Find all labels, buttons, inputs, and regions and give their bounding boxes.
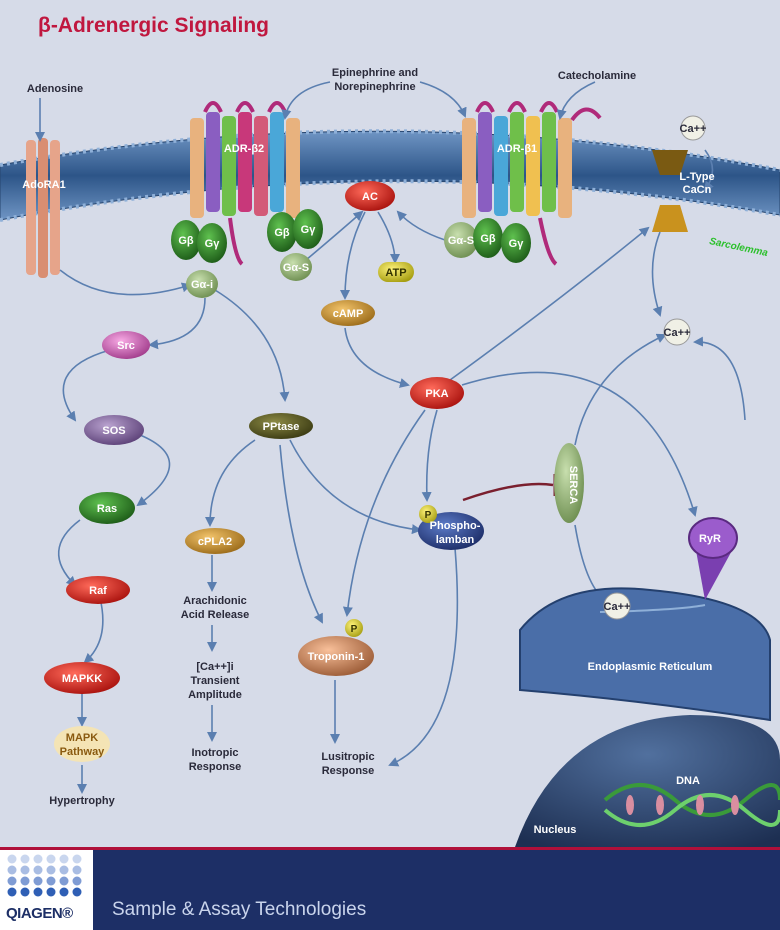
signaling-nodes bbox=[44, 181, 584, 762]
label-dna: DNA bbox=[676, 775, 700, 787]
label-ca-top: Ca++ bbox=[680, 123, 707, 135]
label-raf: Raf bbox=[89, 585, 107, 597]
logo-dot bbox=[33, 865, 43, 875]
pathway-arrows bbox=[35, 81, 746, 794]
l-type-ca-channel bbox=[652, 150, 688, 232]
label-hypertrophy: Hypertrophy bbox=[49, 795, 115, 807]
logo-dot bbox=[46, 887, 56, 897]
page-title: β-Adrenergic Signaling bbox=[38, 14, 270, 37]
label-ca-mid: Ca++ bbox=[664, 327, 691, 339]
logo-dot bbox=[46, 865, 56, 875]
label-nucleus: Nucleus bbox=[534, 824, 577, 836]
label-arach-1: Arachidonic bbox=[183, 595, 247, 607]
label-phospho-2: lamban bbox=[436, 534, 475, 546]
g-proteins bbox=[171, 209, 531, 298]
label-adora1: AdoRA1 bbox=[22, 179, 65, 191]
logo-dot bbox=[72, 887, 82, 897]
label-cpla2: cPLA2 bbox=[198, 536, 232, 548]
label-adr-b2: ADR-β2 bbox=[224, 143, 264, 155]
label-mapk-1: MAPK bbox=[66, 732, 98, 744]
label-gg3: Gγ bbox=[509, 238, 525, 250]
label-inotropic-1: Inotropic bbox=[191, 747, 238, 759]
logo-dot bbox=[33, 876, 43, 886]
label-gb2: Gβ bbox=[274, 227, 290, 239]
label-gb1: Gβ bbox=[178, 235, 194, 247]
label-epinephrine-2: Norepinephrine bbox=[334, 81, 415, 93]
label-lusitropic-2: Response bbox=[322, 765, 375, 777]
logo-dot bbox=[72, 876, 82, 886]
label-arach-2: Acid Release bbox=[181, 609, 249, 621]
adr-b2-receptor bbox=[190, 101, 300, 266]
logo-dot bbox=[20, 865, 30, 875]
logo-dot bbox=[20, 887, 30, 897]
label-lusitropic-1: Lusitropic bbox=[321, 751, 374, 763]
logo-dot bbox=[7, 887, 17, 897]
label-atp: ATP bbox=[385, 267, 406, 279]
label-gas2: Gα-S bbox=[283, 262, 309, 274]
logo-dot bbox=[7, 865, 17, 875]
label-serca: SERCA bbox=[567, 466, 579, 505]
label-phospho-1: Phospho- bbox=[430, 520, 481, 532]
label-gb3: Gβ bbox=[480, 233, 496, 245]
er-nucleus bbox=[515, 587, 780, 847]
label-catecholamine: Catecholamine bbox=[558, 70, 636, 82]
logo-dot bbox=[33, 887, 43, 897]
logo-text: QIAGEN® bbox=[6, 905, 73, 922]
label-troponin: Troponin-1 bbox=[308, 651, 365, 663]
label-gas3: Gα-S bbox=[448, 235, 474, 247]
logo-dot bbox=[20, 854, 30, 864]
label-adenosine: Adenosine bbox=[27, 83, 83, 95]
adr-b1-receptor bbox=[462, 101, 602, 266]
label-pptase: PPtase bbox=[263, 421, 300, 433]
label-ca-er: Ca++ bbox=[604, 601, 631, 613]
footer-accent-line bbox=[0, 847, 780, 850]
logo-dot bbox=[33, 854, 43, 864]
label-gg2: Gγ bbox=[301, 224, 317, 236]
logo-dot bbox=[72, 865, 82, 875]
logo-dot bbox=[59, 865, 69, 875]
label-pka: PKA bbox=[425, 388, 448, 400]
logo-dot bbox=[46, 876, 56, 886]
label-sos: SOS bbox=[102, 425, 125, 437]
logo-dot bbox=[59, 876, 69, 886]
footer-tagline: Sample & Assay Technologies bbox=[112, 899, 367, 920]
ryr-channel bbox=[688, 517, 738, 600]
logo-dot bbox=[72, 854, 82, 864]
label-ltype-2: CaCn bbox=[683, 184, 712, 196]
label-camp: cAMP bbox=[333, 308, 364, 320]
qiagen-logo: QIAGEN® bbox=[0, 850, 93, 930]
label-ltype-1: L-Type bbox=[679, 171, 714, 183]
label-epinephrine-1: Epinephrine and bbox=[332, 67, 418, 79]
label-src: Src bbox=[117, 340, 135, 352]
label-p-pl: P bbox=[425, 510, 432, 521]
label-ca-amp-2: Transient bbox=[191, 675, 240, 687]
label-ac: AC bbox=[362, 191, 378, 203]
label-er: Endoplasmic Reticulum bbox=[588, 661, 713, 673]
label-sarcolemma: Sarcolemma bbox=[708, 236, 769, 259]
footer-bar: QIAGEN® Sample & Assay Technologies bbox=[0, 847, 780, 930]
logo-dot bbox=[20, 876, 30, 886]
label-gg1: Gγ bbox=[205, 238, 221, 250]
adora1-receptor bbox=[26, 138, 60, 278]
label-adr-b1: ADR-β1 bbox=[497, 143, 537, 155]
label-ca-amp-3: Amplitude bbox=[188, 689, 242, 701]
label-mapk-2: Pathway bbox=[60, 746, 106, 758]
logo-dot bbox=[46, 854, 56, 864]
label-ryr: RyR bbox=[699, 533, 721, 545]
label-mapkk: MAPKK bbox=[62, 673, 102, 685]
label-ras: Ras bbox=[97, 503, 117, 515]
logo-dots-icon bbox=[7, 854, 82, 897]
logo-dot bbox=[7, 876, 17, 886]
label-ca-amp-1: [Ca++]i bbox=[196, 661, 233, 673]
label-inotropic-2: Response bbox=[189, 761, 242, 773]
pathway-diagram: Adenosine Epinephrine and Norepinephrine… bbox=[0, 67, 780, 847]
label-gai: Gα-i bbox=[191, 279, 213, 291]
logo-dot bbox=[7, 854, 17, 864]
calcium-clusters bbox=[603, 115, 706, 620]
label-p-tn: P bbox=[351, 624, 358, 635]
logo-dot bbox=[59, 887, 69, 897]
logo-dot bbox=[59, 854, 69, 864]
